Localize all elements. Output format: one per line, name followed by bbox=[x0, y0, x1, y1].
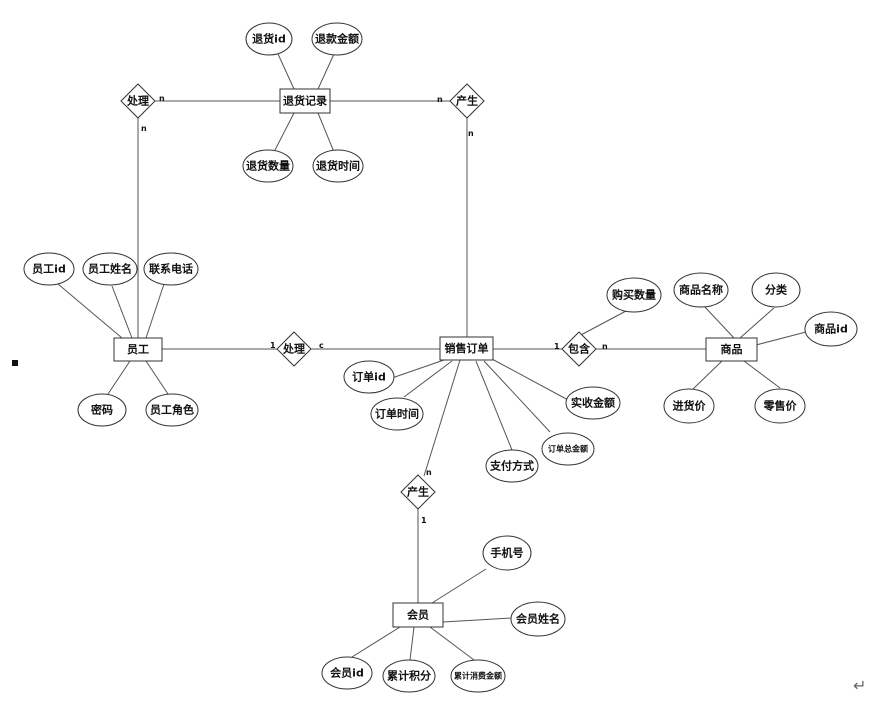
attribute-payment-method: 支付方式 bbox=[485, 449, 539, 483]
relationship-produce-order: 产生 bbox=[400, 474, 436, 510]
attribute-label: 累计消费金额 bbox=[454, 671, 502, 681]
entity-label: 员工 bbox=[127, 343, 149, 356]
attribute-return-time: 退货时间 bbox=[312, 149, 364, 183]
attribute-label: 员工角色 bbox=[150, 403, 194, 417]
attribute-label: 实收金额 bbox=[571, 396, 615, 410]
attribute-label: 购买数量 bbox=[612, 288, 656, 302]
entity-return-record: 退货记录 bbox=[279, 88, 331, 114]
relationship-label: 包含 bbox=[567, 342, 591, 356]
attribute-label: 会员姓名 bbox=[516, 612, 560, 626]
cardinality-label: n bbox=[426, 468, 432, 477]
cardinality-label: n bbox=[141, 124, 147, 133]
attribute-contact-phone: 联系电话 bbox=[143, 252, 199, 286]
attribute-order-id: 订单id bbox=[343, 360, 395, 394]
attribute-member-name: 会员姓名 bbox=[510, 601, 566, 637]
cardinality-label: c bbox=[319, 341, 324, 350]
entity-sales-order: 销售订单 bbox=[439, 336, 494, 361]
attribute-label: 商品id bbox=[814, 322, 848, 336]
attribute-label: 分类 bbox=[765, 283, 788, 297]
cardinality-label: 1 bbox=[554, 342, 560, 351]
attribute-label: 员工姓名 bbox=[88, 262, 132, 276]
cardinality-label: n bbox=[437, 95, 443, 104]
entity-label: 商品 bbox=[721, 342, 743, 356]
cardinality-label: 1 bbox=[421, 516, 427, 525]
attribute-label: 订单id bbox=[352, 370, 386, 384]
attribute-label: 订单时间 bbox=[375, 407, 419, 421]
relationship-handle-return: 处理 bbox=[120, 83, 156, 119]
attribute-label: 会员id bbox=[330, 666, 364, 680]
attribute-product-name: 商品名称 bbox=[673, 272, 729, 308]
cardinality-label: n bbox=[602, 342, 608, 351]
entity-label: 退货记录 bbox=[283, 94, 327, 108]
attribute-label: 退款金额 bbox=[315, 32, 359, 46]
attribute-purchase-price: 进货价 bbox=[663, 388, 715, 424]
relationship-label: 产生 bbox=[456, 94, 478, 108]
relationship-label: 处理 bbox=[126, 94, 149, 108]
attribute-label: 退货数量 bbox=[246, 159, 290, 173]
attribute-return-id: 退货id bbox=[245, 22, 293, 56]
attribute-purchase-quantity: 购买数量 bbox=[606, 277, 662, 313]
cardinality-labels: n n n n 1 c 1 n n 1 bbox=[141, 94, 608, 525]
attribute-order-time: 订单时间 bbox=[370, 397, 424, 431]
connector-lines bbox=[57, 53, 807, 661]
attribute-phone: 手机号 bbox=[482, 535, 532, 571]
attribute-label: 支付方式 bbox=[489, 459, 534, 473]
attribute-label: 订单总金额 bbox=[548, 444, 588, 454]
attribute-refund-amount: 退款金额 bbox=[311, 22, 363, 56]
entity-label: 销售订单 bbox=[445, 341, 489, 355]
relationship-produce-return: 产生 bbox=[449, 83, 485, 119]
cardinality-label: 1 bbox=[270, 341, 276, 350]
attribute-label: 进货价 bbox=[673, 399, 707, 413]
relationship-contains: 包含 bbox=[561, 331, 597, 367]
cardinality-label: n bbox=[159, 94, 165, 103]
attribute-employee-name: 员工姓名 bbox=[82, 252, 138, 286]
entity-employee: 员工 bbox=[113, 337, 163, 362]
attribute-points: 累计积分 bbox=[382, 659, 436, 693]
attribute-total-spent: 累计消费金额 bbox=[450, 659, 506, 693]
attribute-password: 密码 bbox=[77, 393, 127, 427]
entity-member: 会员 bbox=[392, 602, 444, 628]
entity-label: 会员 bbox=[407, 608, 429, 622]
bullet-marker bbox=[12, 360, 18, 366]
attribute-label: 密码 bbox=[91, 403, 113, 417]
cardinality-label: n bbox=[468, 129, 474, 138]
attribute-order-total: 订单总金额 bbox=[541, 432, 595, 466]
relationship-handle-order: 处理 bbox=[276, 331, 312, 367]
attribute-label: 累计积分 bbox=[387, 669, 431, 683]
entity-product: 商品 bbox=[705, 337, 758, 362]
attribute-product-id: 商品id bbox=[804, 311, 858, 347]
relationship-label: 产生 bbox=[407, 485, 429, 499]
attribute-label: 退货id bbox=[252, 32, 286, 46]
attribute-return-quantity: 退货数量 bbox=[242, 149, 294, 183]
attribute-label: 零售价 bbox=[763, 399, 798, 413]
attribute-employee-role: 员工角色 bbox=[145, 393, 199, 427]
attribute-label: 联系电话 bbox=[149, 262, 193, 276]
attribute-label: 商品名称 bbox=[679, 283, 723, 297]
attribute-label: 退货时间 bbox=[316, 159, 360, 173]
attribute-employee-id: 员工id bbox=[23, 252, 75, 286]
attribute-label: 手机号 bbox=[491, 546, 524, 560]
attribute-paid-amount: 实收金额 bbox=[565, 386, 621, 420]
attribute-label: 员工id bbox=[32, 263, 66, 276]
attribute-member-id: 会员id bbox=[321, 656, 373, 690]
return-symbol-icon: ↵ bbox=[853, 676, 867, 695]
attribute-retail-price: 零售价 bbox=[754, 388, 806, 424]
relationship-label: 处理 bbox=[282, 342, 305, 356]
attribute-category: 分类 bbox=[751, 272, 801, 308]
